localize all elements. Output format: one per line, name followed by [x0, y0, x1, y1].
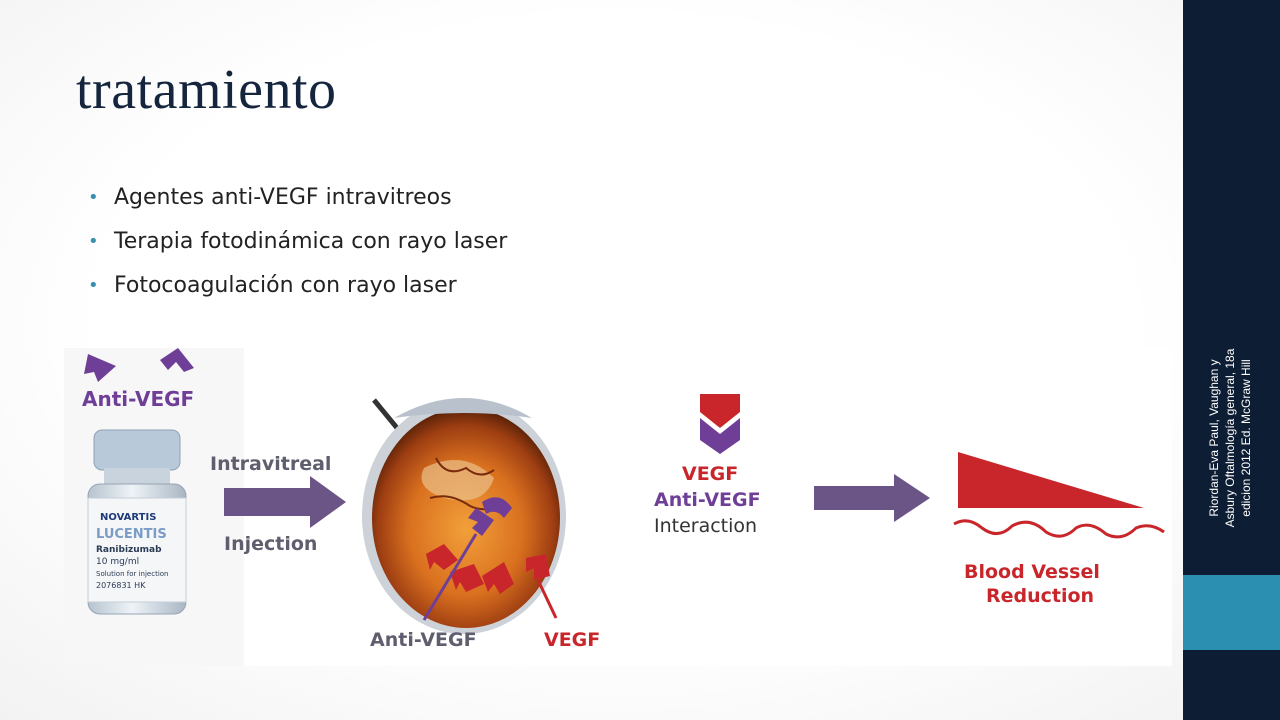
- bullet-dot-icon: •: [88, 187, 99, 208]
- bullet-item: • Agentes anti-VEGF intravitreos: [88, 176, 507, 220]
- eye-anti-vegf-label: Anti-VEGF: [370, 629, 477, 651]
- vial-dose: 10 mg/ml: [96, 557, 139, 567]
- anti-vegf-header: Anti-VEGF: [82, 387, 194, 411]
- arrow-right-icon: [814, 474, 930, 522]
- citation-line: edicion 2012 Ed. McGraw Hill: [1239, 358, 1253, 517]
- reduction-triangle-icon: [958, 452, 1144, 508]
- bullet-list: • Agentes anti-VEGF intravitreos • Terapia…: [88, 176, 507, 308]
- bullet-dot-icon: •: [88, 231, 99, 252]
- citation-line: Riordan-Eva Paul, Vaughan y: [1207, 358, 1221, 517]
- intravitreal-label: Intravitreal: [210, 453, 331, 475]
- pointer-line: [536, 579, 558, 619]
- interaction-anti-vegf: Anti-VEGF: [654, 489, 761, 511]
- arrow-right-icon: [224, 476, 346, 528]
- sidebar-accent-bar: [1183, 575, 1280, 650]
- citation: Riordan-Eva Paul, Vaughan y Asbury Oftal…: [1202, 325, 1258, 550]
- anti-vegf-chevron-icon: [84, 348, 194, 382]
- vial-drug: Ranibizumab: [96, 545, 162, 555]
- interaction-chevron-icon: [700, 394, 740, 454]
- bullet-item: • Terapia fotodinámica con rayo laser: [88, 220, 507, 264]
- pointer-line: [422, 533, 478, 621]
- vial-brand: NOVARTIS: [100, 512, 156, 523]
- citation-line: Asbury Oftalmología general, 18a: [1223, 348, 1237, 527]
- eye-vegf-label: VEGF: [544, 629, 600, 651]
- bullet-text: Fotocoagulación con rayo laser: [114, 273, 457, 298]
- bullet-text: Agentes anti-VEGF intravitreos: [114, 185, 452, 210]
- vessel-line-icon: [953, 519, 1165, 539]
- interaction-vegf: VEGF: [682, 463, 738, 485]
- vial-image: NOVARTIS LUCENTIS Ranibizumab 10 mg/ml S…: [87, 429, 187, 615]
- vegf-chevron-icon: [426, 544, 550, 594]
- bullet-text: Terapia fotodinámica con rayo laser: [114, 229, 508, 254]
- bullet-dot-icon: •: [88, 275, 99, 296]
- vial-product: LUCENTIS: [96, 527, 167, 542]
- injection-label: Injection: [224, 533, 317, 555]
- treatment-illustration: Anti-VEGF NOVARTIS LUCENTIS Ranibizumab …: [64, 348, 1172, 666]
- reduction-line2: Reduction: [986, 585, 1094, 607]
- slide-title: tratamiento: [76, 59, 337, 121]
- bullet-item: • Fotocoagulación con rayo laser: [88, 264, 507, 308]
- eye-illustration: [362, 398, 566, 634]
- anti-vegf-chevron-icon: [468, 497, 512, 536]
- reduction-line1: Blood Vessel: [964, 561, 1100, 583]
- interaction-label: Interaction: [654, 515, 757, 537]
- vial-code: 2076831 HK: [96, 581, 146, 590]
- vial-note: Solution for injection: [96, 570, 168, 578]
